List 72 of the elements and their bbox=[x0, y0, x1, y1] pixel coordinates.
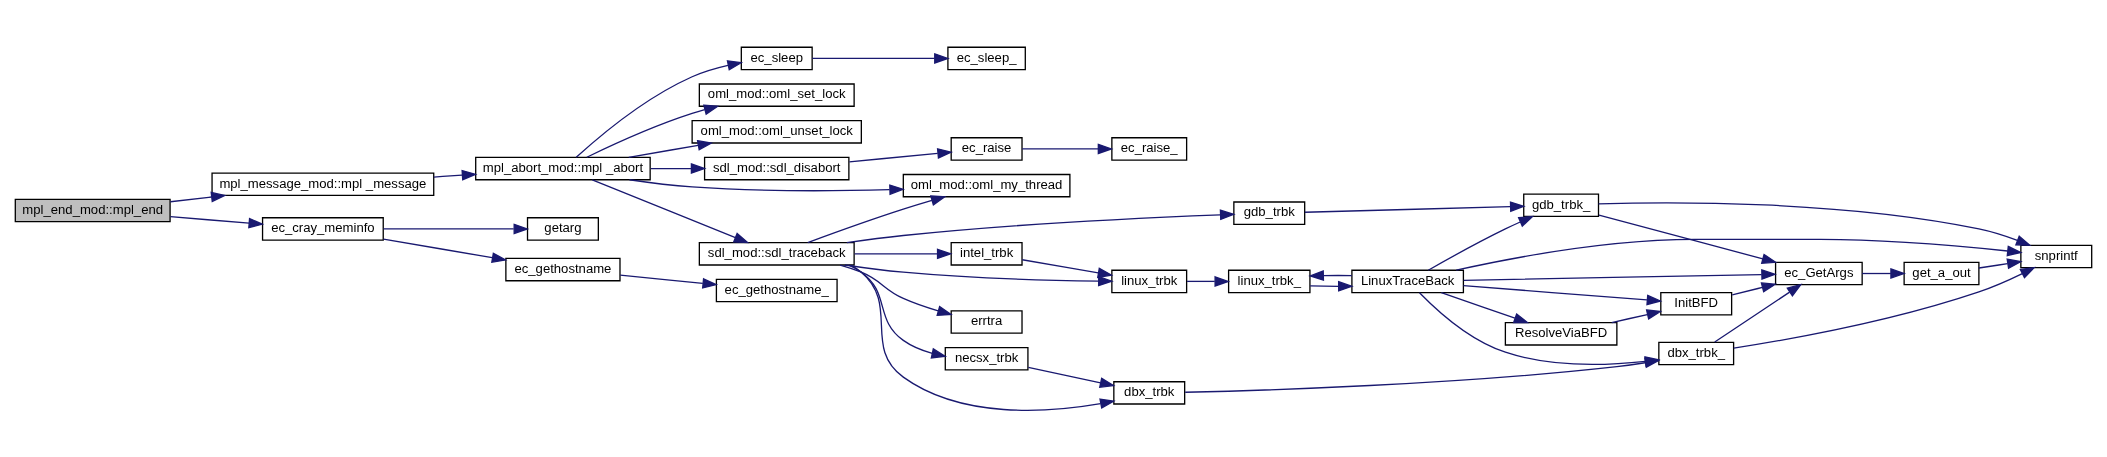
node-box: ResolveViaBFD bbox=[1504, 321, 1618, 346]
arrow bbox=[807, 194, 947, 243]
node-box: getarg bbox=[526, 216, 599, 241]
arrow bbox=[846, 208, 1236, 243]
arrow bbox=[1598, 213, 1778, 264]
arrow bbox=[1611, 308, 1663, 323]
node-box: ec_raise_ bbox=[1111, 136, 1188, 161]
arrow bbox=[1462, 284, 1663, 305]
arrow bbox=[1308, 269, 1353, 281]
node-box: gdb_trbk_ bbox=[1523, 193, 1600, 217]
node-box: dbx_trbk_ bbox=[1658, 341, 1735, 365]
arrow bbox=[1186, 275, 1231, 287]
node-box: linux_trbk_ bbox=[1227, 269, 1311, 293]
node-box: linux_trbk bbox=[1111, 269, 1188, 293]
arrow bbox=[619, 274, 719, 289]
arrow bbox=[382, 222, 530, 234]
arrow bbox=[1309, 280, 1354, 292]
node-box: snprintf bbox=[2020, 244, 2093, 268]
arrow bbox=[1021, 258, 1114, 278]
arrow bbox=[1021, 142, 1114, 154]
arrow bbox=[1978, 257, 2023, 269]
node-box: dbx_trbk bbox=[1113, 380, 1186, 405]
arrow bbox=[848, 263, 948, 359]
arrow bbox=[1714, 283, 1803, 343]
arrow bbox=[850, 263, 1116, 411]
node-box: ec_cray_meminfo bbox=[261, 216, 384, 241]
arrow bbox=[853, 247, 953, 259]
node-box: LinuxTraceBack bbox=[1351, 269, 1465, 293]
node-box: InitBFD bbox=[1660, 291, 1733, 315]
node-box: mpl_message_mod::mpl _message bbox=[211, 172, 435, 196]
node-box: mpl_end_mod::mpl_end bbox=[14, 198, 171, 222]
arrow bbox=[1463, 268, 1777, 281]
arrow bbox=[169, 215, 265, 228]
arrow bbox=[1597, 201, 2032, 246]
arrow bbox=[1427, 215, 1535, 271]
arrow bbox=[586, 104, 720, 158]
arrow bbox=[433, 169, 478, 181]
arrow bbox=[1440, 291, 1530, 323]
arrow bbox=[1027, 366, 1116, 388]
arrow bbox=[1731, 281, 1778, 296]
node-box: gdb_trbk bbox=[1233, 200, 1306, 225]
node-box: mpl_abort_mod::mpl _abort bbox=[475, 156, 651, 180]
arrow bbox=[650, 162, 707, 174]
arrow bbox=[575, 59, 744, 158]
node-box: sdl_mod::sdl_disabort bbox=[703, 156, 850, 180]
arrow bbox=[848, 147, 954, 162]
node-box: ec_gethostname bbox=[505, 257, 621, 281]
arrow bbox=[628, 139, 714, 158]
node-box: ec_GetArgs bbox=[1774, 261, 1863, 285]
node-box: oml_mod::oml_unset_lock bbox=[691, 119, 862, 144]
node-box: get_a_out bbox=[1903, 261, 1980, 285]
node-box: oml_mod::oml_my_thread bbox=[902, 173, 1071, 197]
arrow bbox=[1455, 238, 2023, 271]
arrow bbox=[628, 178, 906, 195]
node-box: ec_raise bbox=[950, 136, 1023, 161]
arrow bbox=[811, 52, 950, 64]
arrow bbox=[1861, 267, 1906, 279]
node-box: errtra bbox=[950, 309, 1023, 334]
node-box: intel_trbk bbox=[950, 241, 1023, 266]
node-box: ec_gethostname_ bbox=[715, 278, 838, 302]
node-box: necsx_trbk bbox=[944, 346, 1029, 371]
arrow bbox=[169, 191, 227, 203]
node-box: ec_sleep bbox=[740, 46, 813, 70]
arrow bbox=[844, 263, 1114, 287]
arrow bbox=[591, 178, 750, 243]
node-box: sdl_mod::sdl_traceback bbox=[698, 241, 855, 266]
arrow bbox=[382, 237, 508, 263]
node-box: ec_sleep_ bbox=[947, 46, 1026, 70]
arrow bbox=[839, 263, 953, 316]
arrow bbox=[1733, 266, 2036, 349]
arrow bbox=[1304, 200, 1526, 213]
node-box: oml_mod::oml_set_lock bbox=[698, 82, 855, 107]
